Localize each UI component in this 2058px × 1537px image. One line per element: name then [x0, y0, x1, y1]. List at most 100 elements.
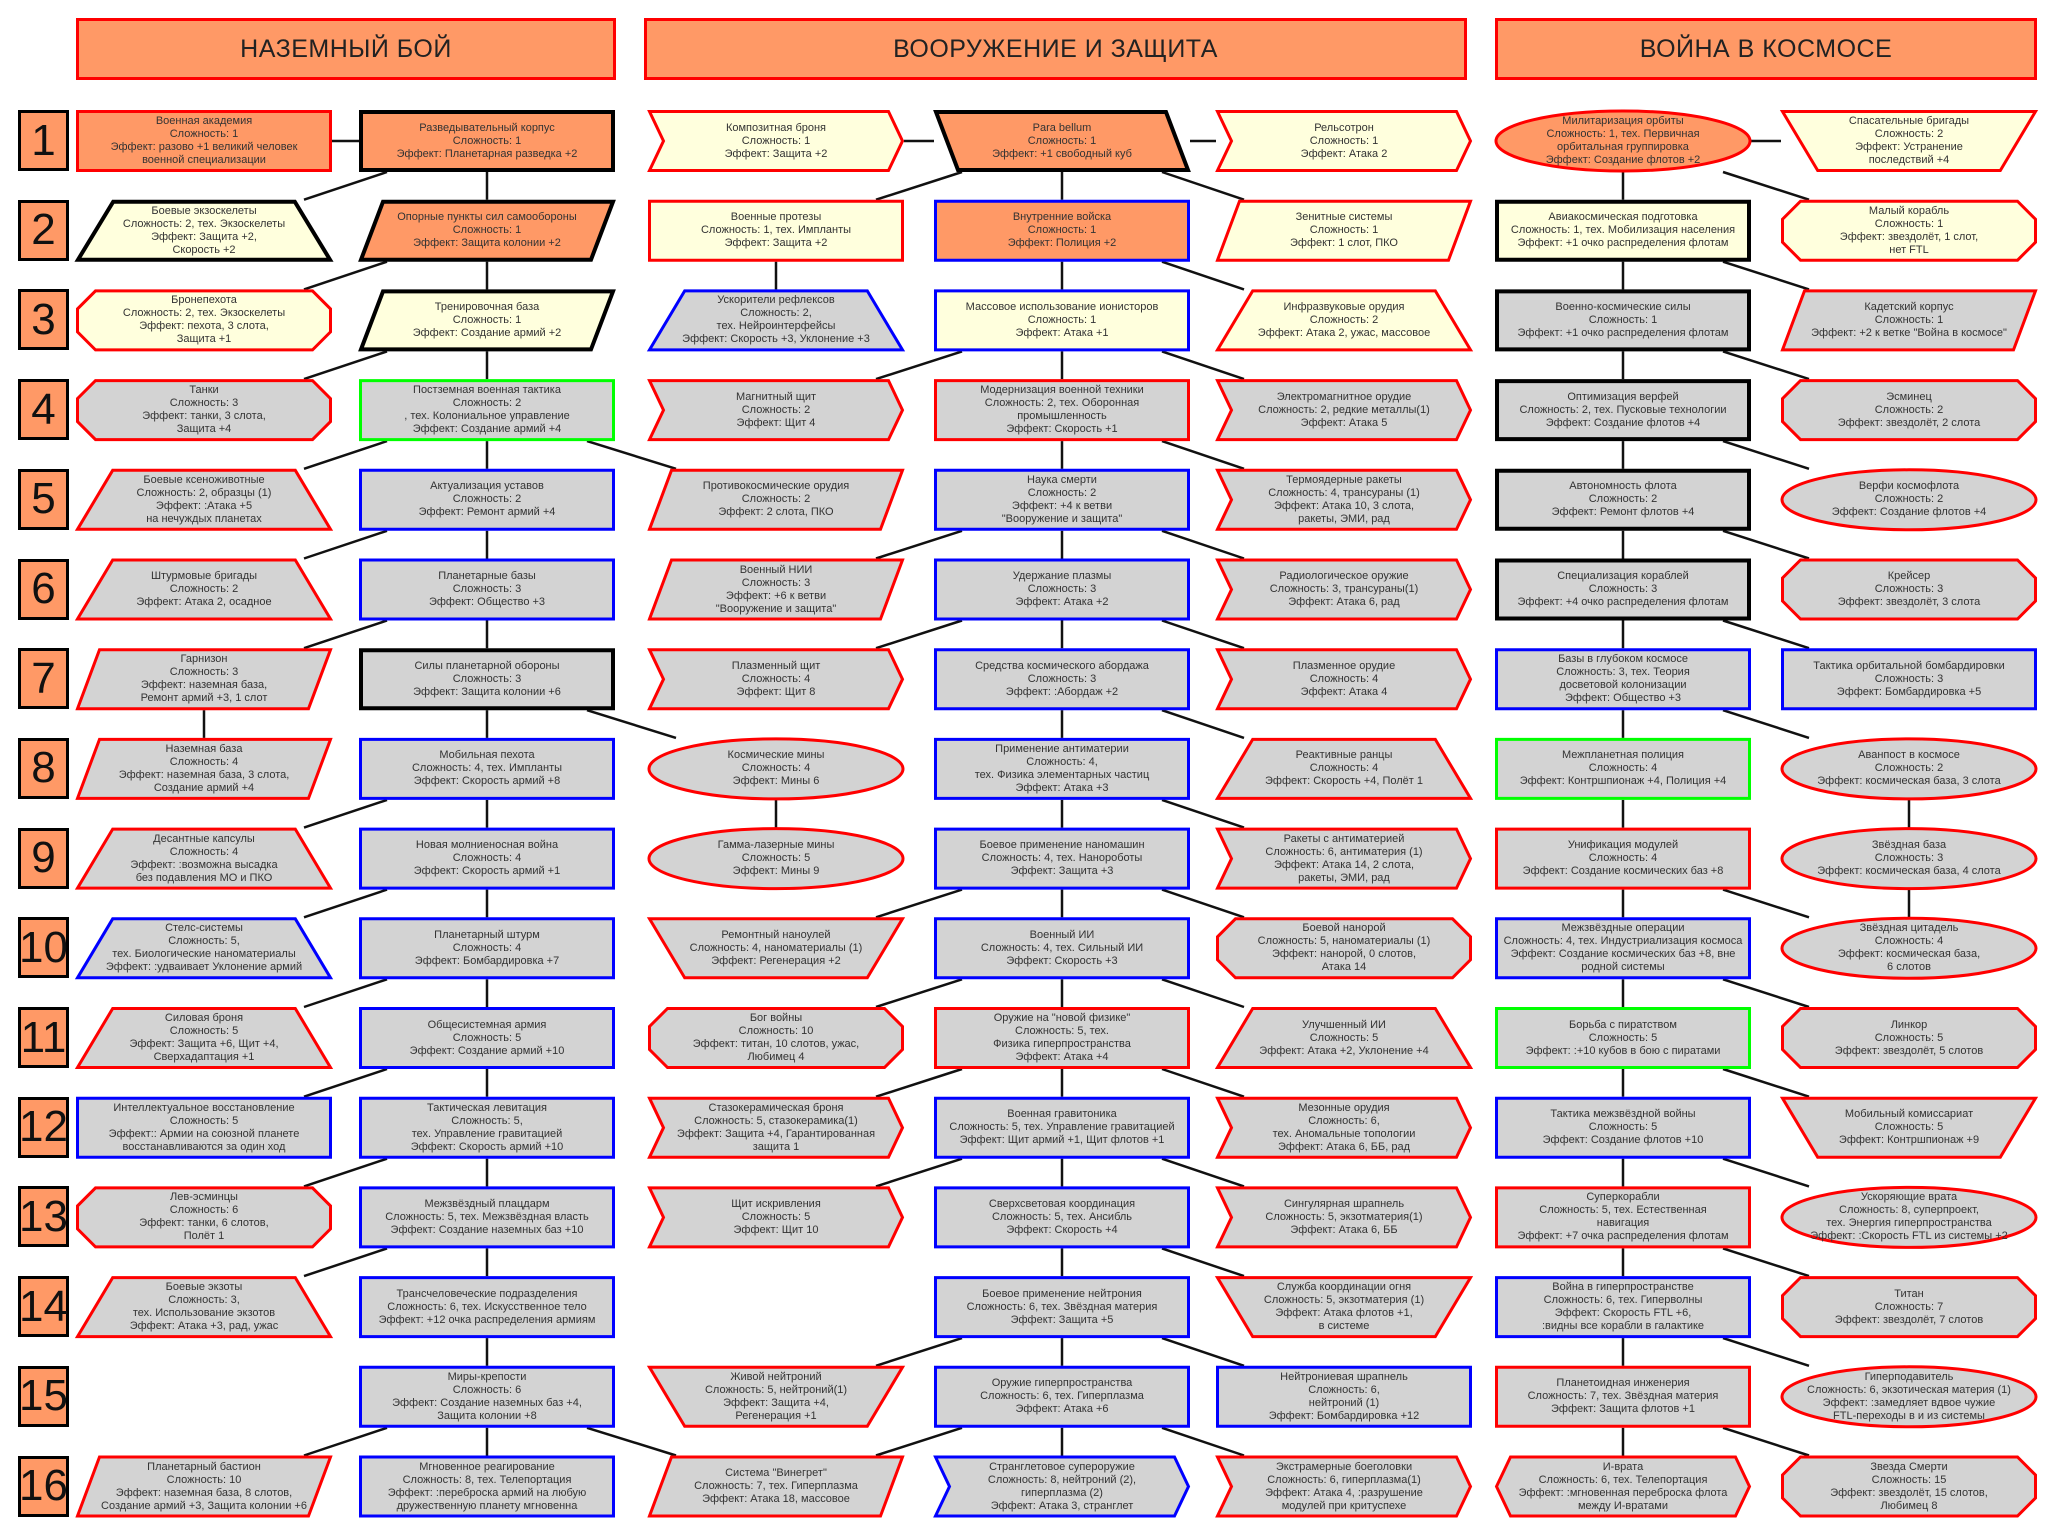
- tech-node-shape-M-B6[interactable]: [934, 558, 1190, 621]
- tech-node-shape-L-B4[interactable]: [359, 379, 615, 442]
- tech-node-shape-R-A5[interactable]: [1495, 468, 1751, 531]
- tech-node-shape-L-B13[interactable]: [359, 1186, 615, 1249]
- tech-node-shape-L-B2[interactable]: [358, 199, 616, 262]
- tech-node-shape-M-C15[interactable]: [1216, 1365, 1472, 1428]
- tech-node-shape-R-A8[interactable]: [1495, 737, 1751, 800]
- tech-node-shape-R-B16[interactable]: [1781, 1455, 2037, 1518]
- tech-node-shape-R-A15[interactable]: [1495, 1365, 1751, 1428]
- tech-node-shape-R-B13[interactable]: [1780, 1185, 2038, 1249]
- tech-node-shape-R-B15[interactable]: [1780, 1365, 2038, 1429]
- tech-node-shape-L-A2[interactable]: [74, 199, 334, 262]
- tech-node-shape-L-A1[interactable]: [76, 110, 332, 172]
- tech-node-shape-R-A6[interactable]: [1495, 558, 1751, 621]
- tech-node-shape-M-B11[interactable]: [934, 1007, 1190, 1069]
- tech-node-shape-L-A4[interactable]: [76, 379, 332, 442]
- tech-node-shape-L-A5[interactable]: [74, 468, 334, 531]
- tech-node-shape-L-B9[interactable]: [359, 827, 615, 890]
- tech-node-shape-R-A10[interactable]: [1495, 917, 1751, 980]
- tech-node-shape-R-B6[interactable]: [1781, 558, 2037, 621]
- tech-node-shape-M-A15[interactable]: [646, 1365, 906, 1428]
- tech-node-shape-M-C7[interactable]: [1215, 648, 1473, 711]
- tech-node-shape-R-B10[interactable]: [1780, 916, 2038, 980]
- tech-node-shape-L-B12[interactable]: [359, 1096, 615, 1159]
- tech-node-shape-L-A13[interactable]: [76, 1186, 332, 1249]
- tech-node-shape-R-B4[interactable]: [1781, 379, 2037, 442]
- tech-node-shape-M-A1[interactable]: [647, 110, 905, 172]
- tech-node-shape-M-A3[interactable]: [646, 289, 906, 352]
- tech-node-shape-M-A11[interactable]: [648, 1007, 904, 1069]
- tech-node-shape-M-B14[interactable]: [934, 1276, 1190, 1339]
- tech-node-shape-L-A6[interactable]: [74, 558, 334, 621]
- tech-node-shape-M-C4[interactable]: [1215, 379, 1473, 442]
- tech-node-shape-M-B5[interactable]: [934, 468, 1190, 531]
- tech-node-shape-L-B10[interactable]: [359, 917, 615, 980]
- tech-node-shape-M-C9[interactable]: [1215, 827, 1473, 890]
- tech-node-shape-M-C11[interactable]: [1214, 1007, 1474, 1069]
- tech-node-shape-M-B8[interactable]: [934, 737, 1190, 800]
- tech-node-shape-M-A16[interactable]: [647, 1455, 905, 1518]
- tech-node-shape-R-B7[interactable]: [1781, 648, 2037, 711]
- tech-node-shape-R-A4[interactable]: [1495, 379, 1751, 442]
- tech-node-shape-M-A5[interactable]: [647, 468, 905, 531]
- tech-node-shape-M-B12[interactable]: [934, 1096, 1190, 1159]
- tech-node-shape-R-A1[interactable]: [1494, 109, 1752, 173]
- tech-node-shape-R-B9[interactable]: [1780, 827, 2038, 891]
- tech-node-shape-M-B2[interactable]: [934, 199, 1190, 262]
- tech-node-shape-M-C1[interactable]: [1215, 110, 1473, 172]
- tech-node-shape-M-C8[interactable]: [1214, 737, 1474, 800]
- tech-node-shape-R-A16[interactable]: [1494, 1455, 1752, 1518]
- tech-node-shape-M-A10[interactable]: [646, 917, 906, 980]
- tech-node-shape-L-B16[interactable]: [359, 1455, 615, 1518]
- tech-node-shape-R-B8[interactable]: [1780, 737, 2038, 801]
- tech-node-shape-M-B4[interactable]: [934, 379, 1190, 442]
- tech-node-shape-L-B1[interactable]: [359, 110, 615, 172]
- tech-node-shape-L-B5[interactable]: [359, 468, 615, 531]
- tech-node-shape-R-B14[interactable]: [1781, 1276, 2037, 1339]
- tech-node-shape-M-B13[interactable]: [934, 1186, 1190, 1249]
- tech-node-shape-M-A7[interactable]: [647, 648, 905, 711]
- tech-node-shape-R-A2[interactable]: [1495, 199, 1751, 262]
- tech-node-shape-M-B9[interactable]: [934, 827, 1190, 890]
- tech-node-shape-M-C6[interactable]: [1215, 558, 1473, 621]
- tech-node-shape-L-B15[interactable]: [359, 1365, 615, 1428]
- tech-node-shape-R-A7[interactable]: [1495, 648, 1751, 711]
- tech-node-shape-L-A16[interactable]: [75, 1455, 333, 1518]
- tech-node-shape-L-B8[interactable]: [359, 737, 615, 800]
- tech-node-shape-M-A13[interactable]: [647, 1186, 905, 1249]
- tech-node-shape-R-A11[interactable]: [1495, 1007, 1751, 1069]
- tech-node-shape-M-B7[interactable]: [934, 648, 1190, 711]
- tech-node-shape-M-A4[interactable]: [647, 379, 905, 442]
- tech-node-shape-R-A13[interactable]: [1495, 1186, 1751, 1249]
- tech-node-shape-L-A12[interactable]: [76, 1096, 332, 1159]
- tech-node-shape-R-B11[interactable]: [1781, 1007, 2037, 1069]
- tech-node-shape-M-C16[interactable]: [1215, 1455, 1473, 1518]
- tech-node-shape-M-B1[interactable]: [933, 110, 1191, 172]
- tech-node-shape-L-A10[interactable]: [74, 917, 334, 980]
- tech-node-shape-M-A9[interactable]: [647, 827, 905, 891]
- tech-node-shape-L-A11[interactable]: [74, 1007, 334, 1069]
- tech-node-shape-M-A6[interactable]: [647, 558, 905, 621]
- tech-node-shape-L-A3[interactable]: [76, 289, 332, 352]
- tech-node-shape-M-C13[interactable]: [1215, 1186, 1473, 1249]
- tech-node-shape-L-A7[interactable]: [75, 648, 333, 711]
- tech-node-shape-R-A9[interactable]: [1495, 827, 1751, 890]
- tech-node-shape-M-B16[interactable]: [933, 1455, 1191, 1518]
- tech-node-shape-R-B5[interactable]: [1780, 468, 2038, 532]
- tech-node-shape-M-A12[interactable]: [647, 1096, 905, 1159]
- tech-node-shape-L-B7[interactable]: [359, 648, 615, 711]
- tech-node-shape-L-B6[interactable]: [359, 558, 615, 621]
- tech-node-shape-M-A8[interactable]: [647, 737, 905, 801]
- tech-node-shape-M-C10[interactable]: [1216, 917, 1472, 980]
- tech-node-shape-M-B15[interactable]: [934, 1365, 1190, 1428]
- tech-node-shape-M-C5[interactable]: [1215, 468, 1473, 531]
- tech-node-shape-R-B12[interactable]: [1779, 1096, 2039, 1159]
- tech-node-shape-M-C3[interactable]: [1214, 289, 1474, 352]
- tech-node-shape-L-B3[interactable]: [358, 289, 616, 352]
- tech-node-shape-R-B2[interactable]: [1781, 199, 2037, 262]
- tech-node-shape-L-B14[interactable]: [359, 1276, 615, 1339]
- tech-node-shape-L-A9[interactable]: [74, 827, 334, 890]
- tech-node-shape-M-C12[interactable]: [1215, 1096, 1473, 1159]
- tech-node-shape-M-C14[interactable]: [1214, 1276, 1474, 1339]
- tech-node-shape-L-A8[interactable]: [75, 737, 333, 800]
- tech-node-shape-L-A14[interactable]: [74, 1276, 334, 1339]
